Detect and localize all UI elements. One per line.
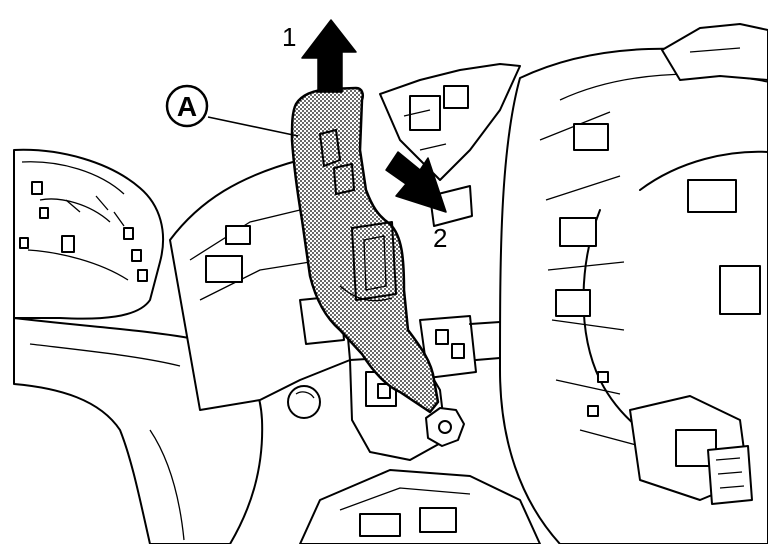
callout-a: A bbox=[165, 84, 299, 137]
part-a-bracket bbox=[290, 86, 440, 414]
callout-circle bbox=[165, 84, 209, 128]
clock-spring-assembly bbox=[499, 23, 768, 544]
step-2-label: 2 bbox=[433, 223, 447, 253]
step-1-label: 1 bbox=[282, 22, 296, 52]
down-right-arrow-icon bbox=[385, 151, 447, 213]
up-arrow-icon bbox=[301, 19, 357, 93]
base-housing bbox=[299, 469, 541, 544]
mounting-bolt bbox=[287, 385, 321, 419]
callout-leader-line bbox=[207, 116, 299, 137]
callout-letter: A bbox=[177, 91, 197, 122]
arrow-step-2: 2 bbox=[385, 151, 447, 253]
upper-bracket bbox=[379, 63, 521, 227]
arrow-step-1: 1 bbox=[282, 19, 357, 93]
combination-switch-housing bbox=[13, 148, 164, 320]
